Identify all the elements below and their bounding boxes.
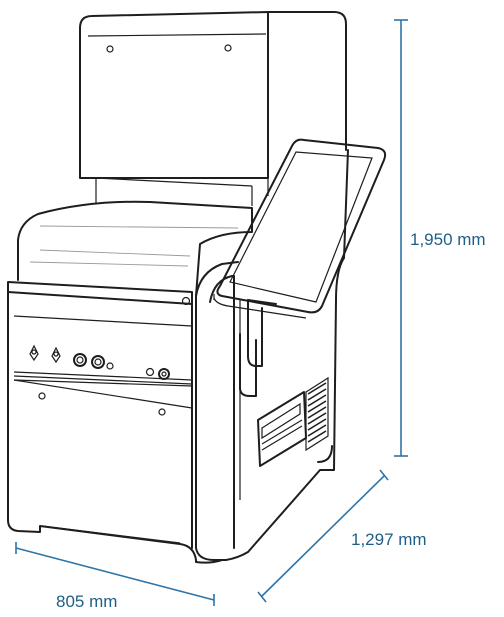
- connector: [106, 362, 114, 370]
- depth-dimension-line: [257, 469, 389, 603]
- printer-slot: [257, 391, 307, 467]
- connector: [145, 367, 155, 377]
- width-dimension-line: [15, 542, 215, 606]
- touchscreen-monitor: [213, 138, 387, 319]
- vent-slot: [307, 412, 327, 425]
- vent-slot: [307, 406, 327, 419]
- vent-slot: [307, 400, 327, 413]
- valve-knob: [29, 344, 39, 362]
- pressure-gauge: [91, 355, 105, 369]
- height-dimension-line: [394, 19, 408, 457]
- vent-slot: [307, 388, 327, 401]
- side-panel: [195, 149, 349, 561]
- valve-knob: [51, 346, 61, 364]
- pressure-gauge: [73, 353, 87, 367]
- connector: [158, 368, 170, 380]
- vent-slot: [307, 418, 327, 431]
- width-dimension-label: 805 mm: [56, 592, 118, 611]
- control-panel: [29, 344, 170, 416]
- lower-body-front: [7, 291, 223, 564]
- screw: [38, 392, 46, 400]
- screw: [158, 408, 166, 416]
- vent-grille: [305, 376, 329, 452]
- height-dimension-label: 1,950 mm: [410, 230, 486, 249]
- upper-cabinet: [79, 11, 347, 206]
- depth-dimension-label: 1,297 mm: [351, 530, 427, 549]
- vent-slot: [307, 382, 327, 395]
- monitor-arm: [239, 299, 277, 397]
- vent-slot: [307, 430, 327, 443]
- vent-slot: [307, 394, 327, 407]
- vent-slot: [307, 424, 327, 437]
